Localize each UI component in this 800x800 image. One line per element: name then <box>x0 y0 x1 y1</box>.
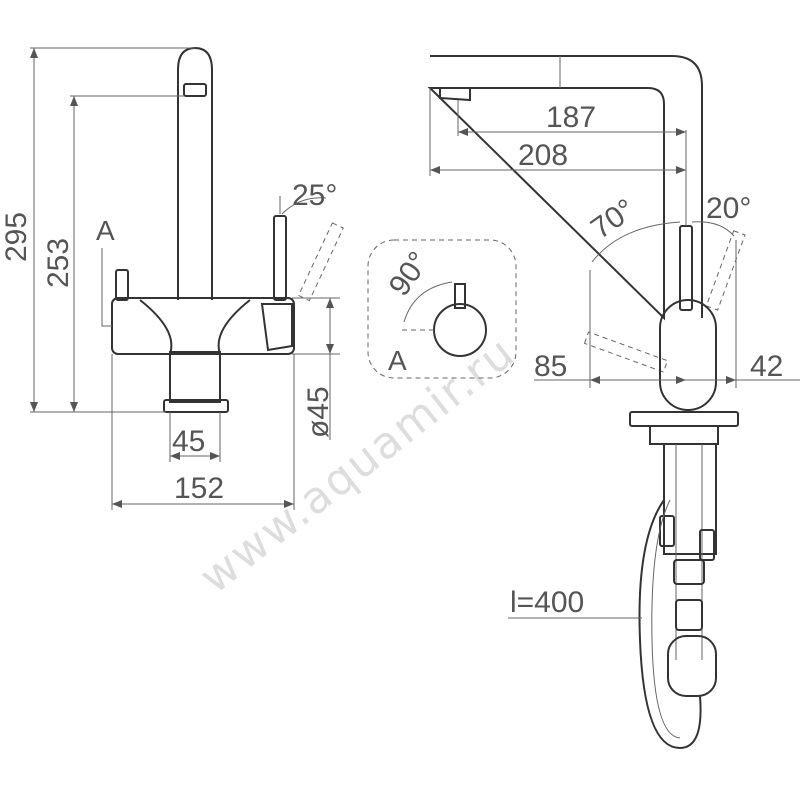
front-spray-head <box>439 88 471 102</box>
detail-lever <box>454 283 466 309</box>
side-view: 295 253 A 25° ø45 45 152 <box>0 46 344 510</box>
dim-lever-angle: 25° <box>292 179 337 212</box>
dim-reach-outer: 208 <box>518 139 568 172</box>
watermark-text: www.aquamir.ru <box>190 327 525 604</box>
front-mount <box>649 425 719 445</box>
dim-reach-inner: 187 <box>546 101 596 134</box>
front-deck-plate <box>629 411 739 427</box>
dim-base-width: 45 <box>172 425 205 458</box>
detail-frame <box>367 239 517 379</box>
dim-spout-height: 253 <box>42 238 75 288</box>
side-base-stem <box>169 351 221 403</box>
dim-lever-angle-front: 20° <box>706 192 751 225</box>
side-main-lever-tilted <box>297 222 344 302</box>
front-lever <box>679 225 693 311</box>
front-shank <box>663 443 717 555</box>
detail-lever-hub <box>433 303 487 357</box>
side-spout-tip <box>183 83 207 97</box>
side-detail-label: A <box>96 215 115 246</box>
dim-lever-back-offset: 85 <box>534 350 567 383</box>
side-body-curve <box>139 299 251 355</box>
front-spout <box>427 55 703 321</box>
dim-total-width: 152 <box>174 472 224 505</box>
detail-label: A <box>388 345 407 376</box>
front-hose <box>638 499 702 750</box>
side-small-lever <box>115 269 129 301</box>
dim-rotation-angle: 90° <box>383 246 436 302</box>
front-body <box>659 299 717 411</box>
front-hose-weight <box>667 635 717 697</box>
dim-lever-front-offset: 42 <box>750 350 783 383</box>
front-view: 187 208 70° 20° 85 42 l=400 <box>427 55 800 750</box>
dim-base-diameter: ø45 <box>302 386 335 438</box>
side-cartridge <box>260 303 293 352</box>
dim-lever-angle-back: 70° <box>585 193 641 246</box>
dim-hose-length: l=400 <box>510 586 584 619</box>
side-base-plate <box>163 399 229 413</box>
front-connector-3 <box>673 559 705 585</box>
front-connector-4 <box>675 599 703 631</box>
front-lever-tilted-back <box>583 331 669 373</box>
dim-total-height: 295 <box>0 212 33 262</box>
front-connector-2 <box>699 529 715 561</box>
front-lever-tilted-front <box>705 230 746 311</box>
side-main-lever <box>273 215 287 301</box>
